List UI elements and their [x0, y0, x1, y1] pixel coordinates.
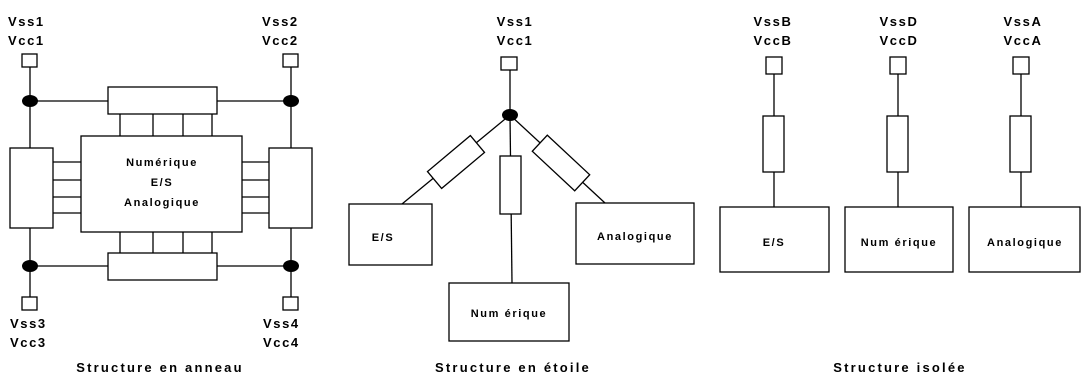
isolated-label-vccd: VccD [880, 33, 919, 48]
star-junction [502, 109, 518, 121]
star-structure: Vss1 Vcc1 E/S Num érique Analogique Stru… [348, 14, 695, 375]
isolated-pad-a [1012, 56, 1030, 75]
ring-core-label-3: Analogique [124, 197, 200, 209]
star-resistor-es [426, 134, 486, 190]
ring-caption: Structure en anneau [76, 360, 244, 375]
star-resistor-numerique [499, 155, 522, 215]
isolated-pad-d [889, 56, 907, 75]
ring-pad-top-right [282, 53, 299, 68]
star-resistor-analogique [531, 134, 591, 192]
isolated-box-numerique [844, 206, 954, 273]
isolated-label-vssd: VssD [880, 14, 919, 29]
ring-interconnects [53, 114, 269, 253]
ring-label-vss2: Vss2 [262, 14, 299, 29]
ring-junction-bl [22, 260, 38, 272]
ring-core-label-2: E/S [151, 177, 174, 189]
isolated-box-es-label: E/S [763, 237, 786, 249]
ring-junction-tl [22, 95, 38, 107]
isolated-caption: Structure isolée [833, 360, 966, 375]
ring-pad-bottom-left [21, 296, 38, 311]
ring-pad-top-left [21, 53, 38, 68]
isolated-resistor-d [886, 115, 909, 173]
ring-structure: Numérique E/S Analogique Vss1 Vcc1 Vss2 … [8, 14, 313, 375]
isolated-resistor-b [762, 115, 785, 173]
ring-block-bottom [107, 252, 218, 281]
ring-pad-bottom-right [282, 296, 299, 311]
isolated-box-analogique-label: Analogique [987, 237, 1063, 249]
ring-label-vss4: Vss4 [263, 316, 300, 331]
isolated-label-vssb: VssB [754, 14, 793, 29]
ring-label-vcc4: Vcc4 [263, 335, 300, 350]
star-pad-top [500, 56, 518, 71]
ring-label-vcc2: Vcc2 [262, 33, 299, 48]
ring-block-left [9, 147, 54, 229]
ring-core-box [80, 135, 243, 233]
star-box-es-label: E/S [372, 232, 395, 244]
star-box-numerique-label: Num érique [471, 308, 548, 320]
star-label-vcc1: Vcc1 [497, 33, 534, 48]
ring-block-top [107, 86, 218, 115]
star-box-es [348, 203, 433, 266]
star-label-vss1: Vss1 [497, 14, 534, 29]
ring-junction-br [283, 260, 299, 272]
isolated-label-vccb: VccB [754, 33, 793, 48]
isolated-structure: VssB VccB E/S VssD VccD Num érique VssA … [719, 14, 1081, 375]
star-box-analogique-label: Analogique [597, 231, 673, 243]
isolated-label-vcca: VccA [1004, 33, 1043, 48]
isolated-label-vssa: VssA [1004, 14, 1043, 29]
isolated-box-numerique-label: Num érique [861, 237, 938, 249]
isolated-box-analogique [968, 206, 1081, 273]
ring-label-vcc3: Vcc3 [10, 335, 47, 350]
ring-label-vss1: Vss1 [8, 14, 45, 29]
ring-label-vss3: Vss3 [10, 316, 47, 331]
star-caption: Structure en étoile [435, 360, 591, 375]
isolated-pad-b [765, 56, 783, 75]
ring-core-label-1: Numérique [126, 157, 198, 169]
star-box-analogique [575, 202, 695, 265]
ring-label-vcc1: Vcc1 [8, 33, 45, 48]
isolated-box-es [719, 206, 830, 273]
ring-block-right [268, 147, 313, 229]
star-box-numerique [448, 282, 570, 342]
isolated-resistor-a [1009, 115, 1032, 173]
ring-junction-tr [283, 95, 299, 107]
